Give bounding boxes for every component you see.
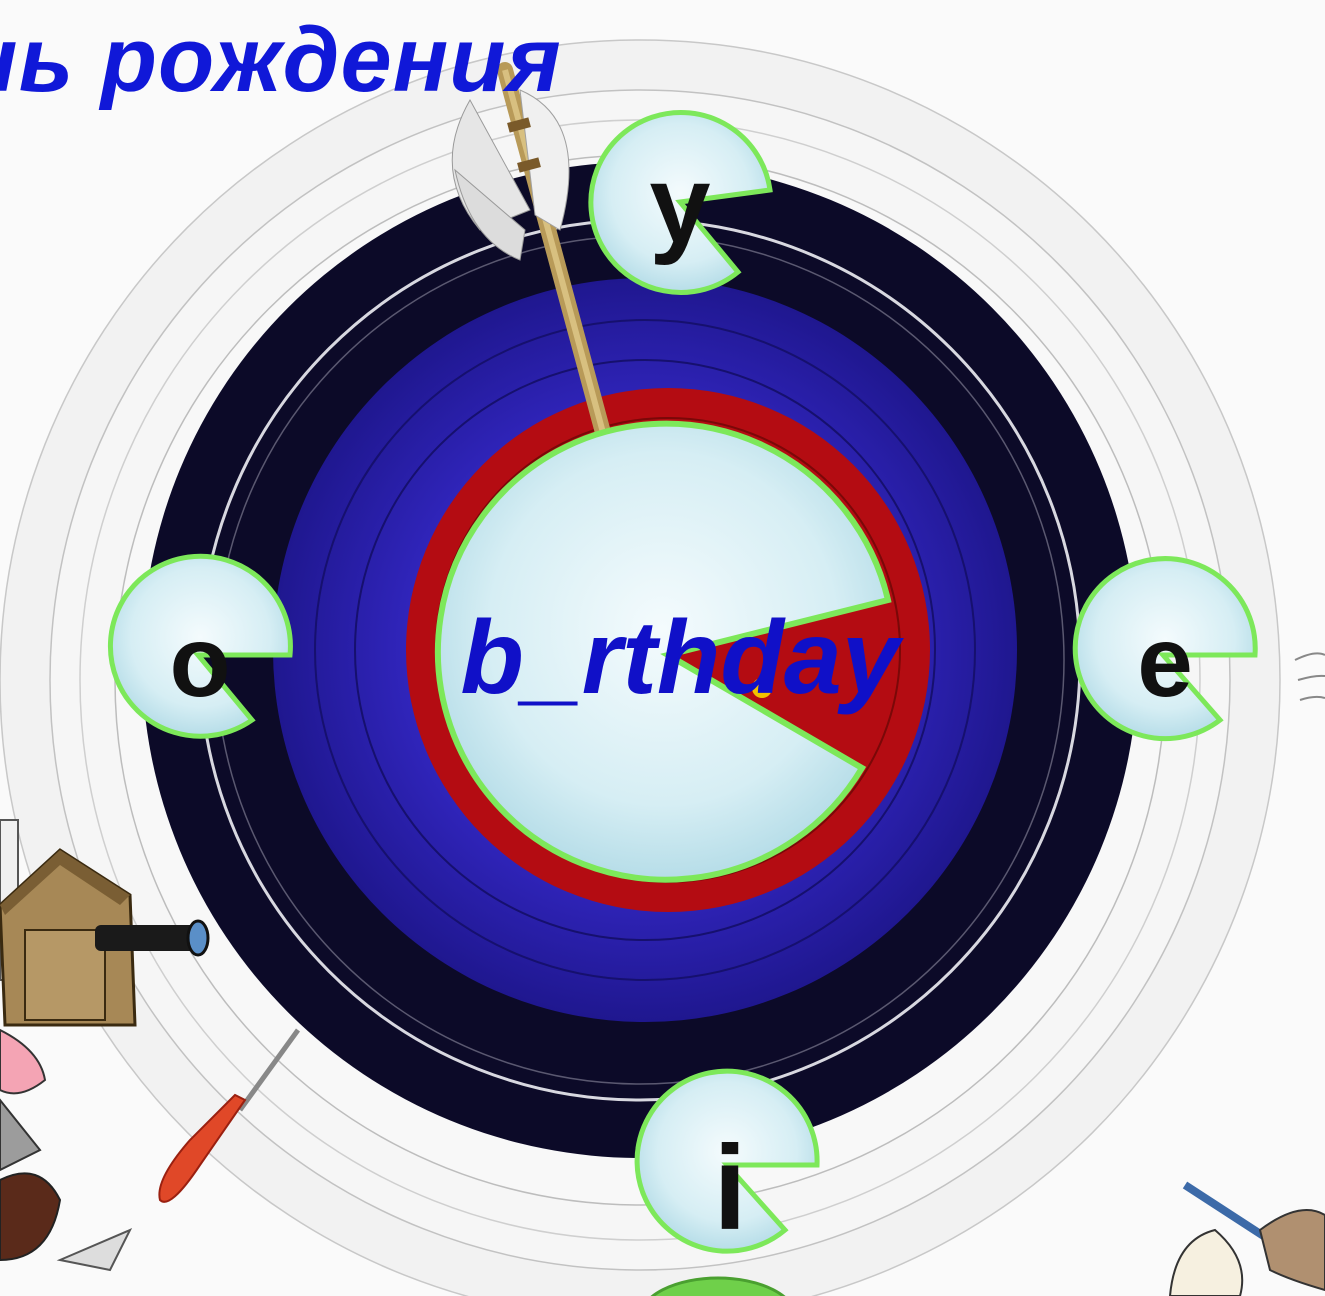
option-y-button[interactable]: y [630,150,730,260]
option-o-button[interactable]: o [145,612,255,712]
option-bubble-right[interactable] [1072,556,1258,742]
option-bubble-left[interactable] [107,553,293,739]
center-bubble [434,420,892,883]
option-i-button[interactable]: i [680,1128,780,1248]
cartoon-hand-decoration [1168,652,1325,1296]
green-bubble-partial [650,1276,786,1296]
telescope-icon [95,919,210,957]
cartoon-figure-decoration [0,1028,133,1272]
dart-icon [158,1028,301,1203]
birdhouse-icon [0,819,137,1027]
arrow-icon [451,62,613,448]
option-e-button[interactable]: e [1110,612,1220,712]
option-bubble-top[interactable] [588,109,773,295]
target-word: b_rthday [460,600,900,716]
option-bubble-bottom[interactable] [634,1068,820,1254]
page-title: нь рождения [0,9,562,111]
